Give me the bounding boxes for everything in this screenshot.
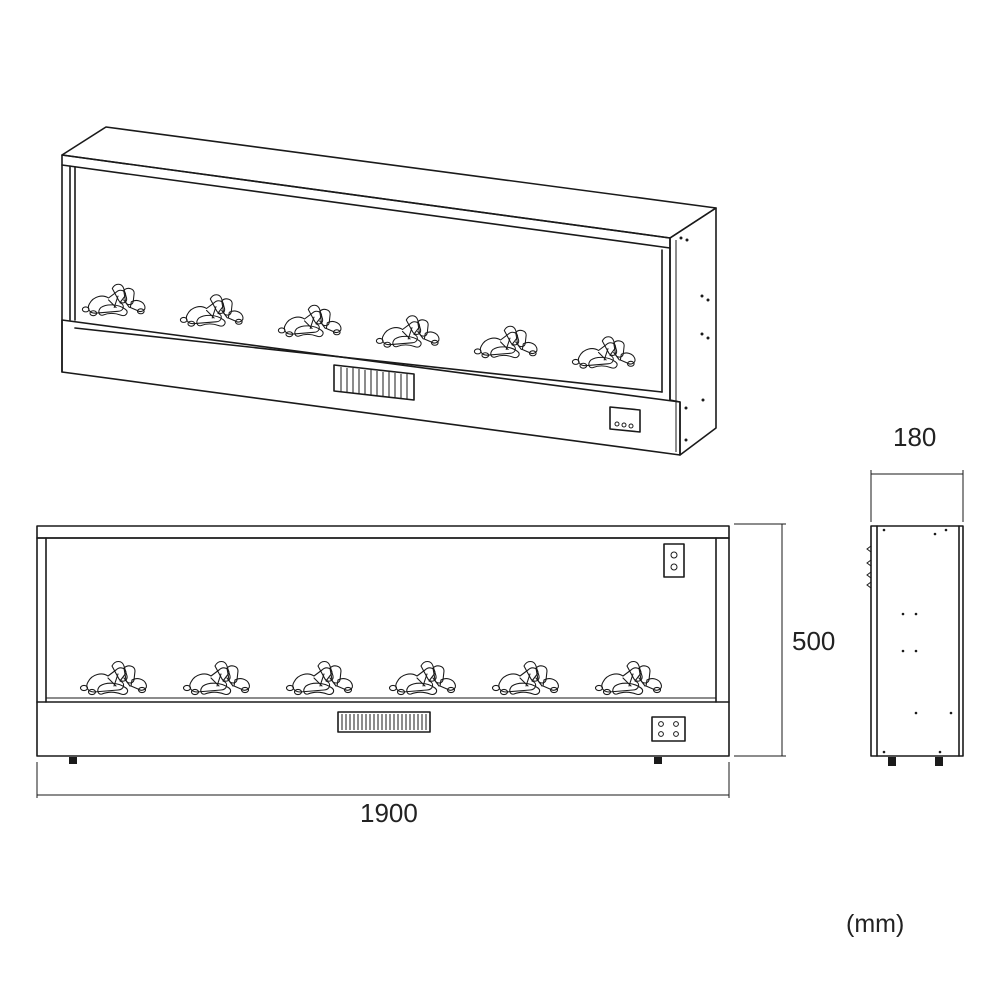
front-foot-left xyxy=(69,757,77,764)
front-log-cluster xyxy=(594,660,662,696)
front-log-cluster xyxy=(285,660,353,696)
width-dimension-label: 1900 xyxy=(360,798,418,828)
front-top-slab xyxy=(36,525,730,539)
side-front-fittings xyxy=(866,545,872,589)
iso-side-holes xyxy=(679,236,710,442)
iso-log-cluster xyxy=(473,325,538,359)
width-dimension-line xyxy=(36,762,730,798)
unit-label: (mm) xyxy=(846,910,905,938)
iso-top-strip xyxy=(61,154,671,249)
height-dimension-line xyxy=(734,523,786,757)
front-log-cluster xyxy=(79,660,147,696)
side-view xyxy=(866,525,964,766)
front-control-panel xyxy=(651,716,686,742)
iso-heater-grille xyxy=(333,364,415,401)
side-foot-back xyxy=(935,757,943,766)
front-heater-grille xyxy=(337,711,431,733)
depth-dimension-line xyxy=(870,470,964,522)
iso-log-cluster xyxy=(571,336,636,369)
iso-right-side xyxy=(669,207,717,456)
iso-log-cluster xyxy=(277,304,342,338)
iso-log-cluster xyxy=(81,283,146,317)
front-log-cluster xyxy=(388,660,456,696)
side-foot-front xyxy=(888,757,896,766)
front-log-clusters xyxy=(79,660,662,696)
iso-base-top-line xyxy=(74,327,663,393)
front-foot-right xyxy=(654,757,662,764)
side-holes xyxy=(882,528,953,754)
front-log-cluster xyxy=(491,660,559,696)
iso-log-clusters xyxy=(81,283,636,369)
front-view xyxy=(36,525,730,764)
front-body xyxy=(36,537,730,757)
depth-dimension-label: 180 xyxy=(893,422,937,452)
side-body xyxy=(870,525,964,757)
iso-control-panel xyxy=(609,406,641,433)
isometric-view xyxy=(61,126,717,456)
iso-top-surface xyxy=(61,126,717,239)
iso-log-cluster xyxy=(375,315,440,348)
height-dimension-label: 500 xyxy=(792,626,836,656)
iso-log-cluster xyxy=(179,294,244,327)
front-log-cluster xyxy=(182,660,250,696)
front-receiver xyxy=(663,543,685,578)
